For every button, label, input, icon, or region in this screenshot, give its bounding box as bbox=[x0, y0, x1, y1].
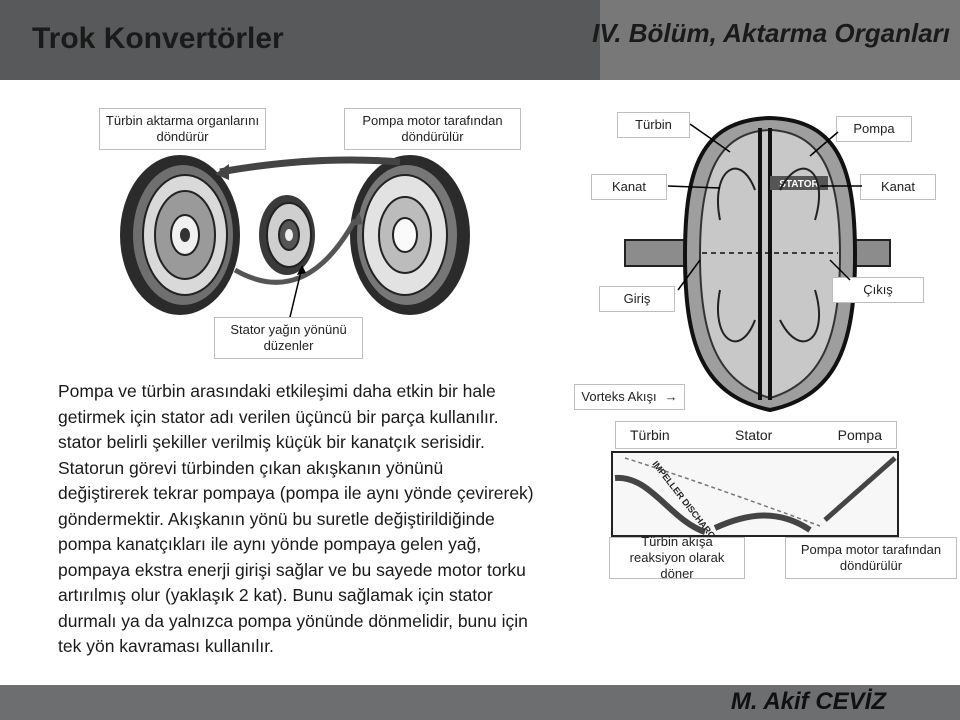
header-right-band: IV. Bölüm, Aktarma Organları bbox=[592, 0, 960, 80]
stator-badge: STATOR bbox=[779, 179, 819, 190]
pointer-line-stator bbox=[289, 265, 306, 318]
blade-row-header: Türbin Stator Pompa bbox=[615, 421, 897, 449]
body-line: değiştirerek tekrar pompaya (pompa ile a… bbox=[58, 483, 534, 503]
pointer-lines-right bbox=[667, 123, 862, 291]
label-turbine: Türbin bbox=[617, 112, 690, 138]
body-line: durmalı ya da yalnızca pompa yönünde dön… bbox=[58, 610, 528, 631]
body-paragraph: Pompa ve türbin arasındaki etkileşimi da… bbox=[58, 379, 598, 660]
body-line: tek yön kavraması kullanılır. bbox=[58, 636, 274, 656]
pump-wheel bbox=[350, 155, 470, 315]
slide-footer: M. Akif CEVİZ bbox=[0, 685, 960, 720]
body-line: pompaya ekstra enerji girişi sağlar ve b… bbox=[58, 559, 526, 580]
body-line: pompa kanatçıkları ile aynı yönde pompay… bbox=[58, 534, 482, 554]
arrow-right-icon: → bbox=[664, 389, 678, 404]
vortex-flow-text: Vorteks Akışı bbox=[581, 389, 657, 404]
slide-header: Trok Konvertörler IV. Bölüm, Aktarma Org… bbox=[0, 0, 960, 80]
slide-title: Trok Konvertörler bbox=[32, 22, 284, 55]
body-line: göndermektir. Akışkanın yönü bu suretle … bbox=[58, 508, 495, 529]
label-outlet: Çıkış bbox=[832, 277, 924, 303]
label-turbine-reacts: Türbin akışa reaksiyon olarak döner bbox=[609, 534, 745, 581]
label-vortex-flow: Vorteks Akışı → bbox=[574, 384, 685, 410]
row-label-turbine: Türbin bbox=[630, 427, 670, 443]
flow-swirl-upper-left bbox=[717, 167, 756, 221]
flow-arrow-top bbox=[219, 156, 401, 176]
label-pump: Pompa bbox=[836, 116, 912, 142]
label-stator-directs: Stator yağın yönünü düzenler bbox=[214, 317, 363, 359]
header-left-band: Trok Konvertörler bbox=[0, 0, 600, 80]
body-line: Pompa ve türbin arasındaki etkileşimi da… bbox=[58, 381, 496, 401]
body-line: stator belirli şekiller verilmiş küçük b… bbox=[58, 432, 485, 452]
label-pump-driven: Pompa motor tarafından döndürülür bbox=[344, 108, 521, 150]
body-line: Statorun görevi türbinden çıkan akışkanı… bbox=[58, 457, 444, 478]
row-label-pump: Pompa bbox=[837, 427, 882, 443]
pump-blade bbox=[823, 456, 897, 522]
section-title: IV. Bölüm, Aktarma Organları bbox=[592, 18, 950, 48]
stator-wheel bbox=[259, 195, 315, 275]
exploded-converter-illustration bbox=[120, 155, 470, 315]
row-label-stator: Stator bbox=[734, 427, 773, 443]
label-blade-left: Kanat bbox=[591, 174, 667, 200]
flow-swirl-lower-right bbox=[779, 289, 821, 343]
body-line: getirmek için stator adı verilen üçüncü … bbox=[58, 406, 499, 427]
label-pump-driven-2: Pompa motor tarafından döndürülür bbox=[785, 537, 957, 579]
body-line: artırılmış olur (yaklaşık 2 kat). Bunu s… bbox=[58, 585, 493, 605]
turbine-wheel bbox=[120, 155, 240, 315]
label-turbine-drives: Türbin aktarma organlarını döndürür bbox=[99, 108, 266, 150]
stator-blade bbox=[713, 512, 812, 533]
author-name: M. Akif CEVİZ bbox=[730, 688, 886, 715]
flow-line bbox=[624, 457, 821, 527]
label-inlet: Giriş bbox=[599, 286, 675, 312]
flow-swirl-lower-left bbox=[717, 289, 756, 343]
flow-swirl-upper-right bbox=[779, 167, 821, 221]
turbine-blade bbox=[614, 474, 707, 535]
blade-row-diagram: IMPELLER DISCHARGE bbox=[611, 451, 899, 538]
label-blade-right: Kanat bbox=[860, 174, 936, 200]
